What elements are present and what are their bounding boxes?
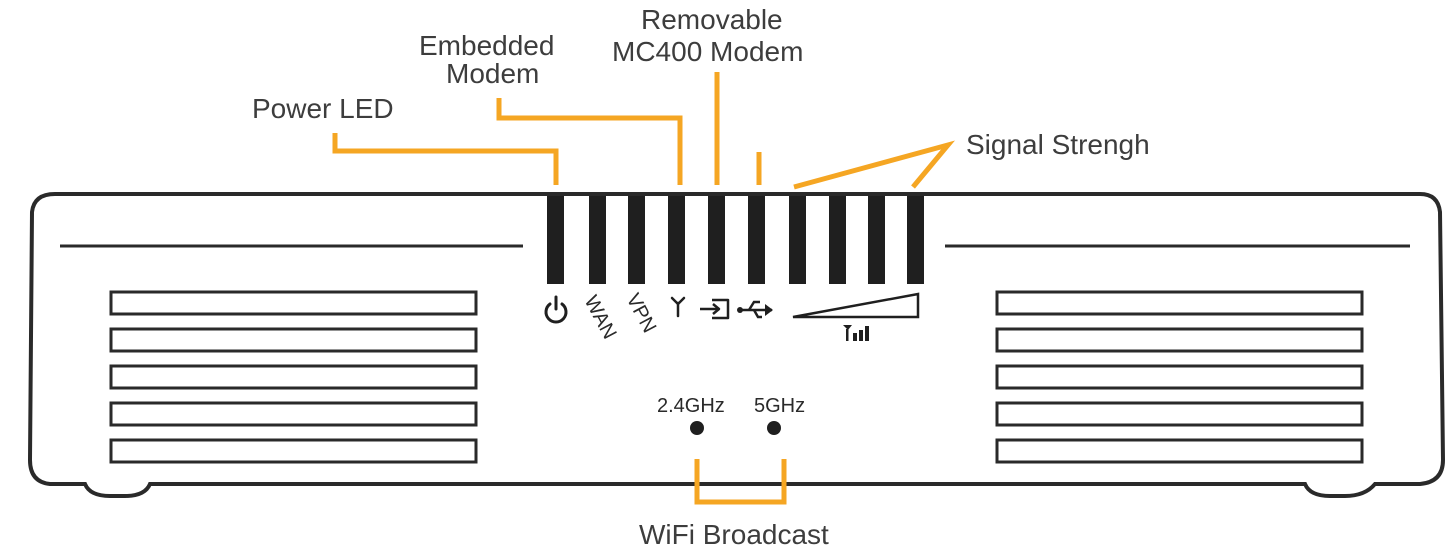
wifi-broadcast-callout: WiFi Broadcast bbox=[639, 519, 829, 550]
vent-slot bbox=[995, 401, 1364, 427]
embedded-modem-callout-line2: Modem bbox=[446, 58, 539, 89]
usb-icon bbox=[737, 300, 773, 319]
embedded-modem-leader bbox=[496, 98, 683, 185]
wifi-24ghz-led bbox=[690, 421, 704, 435]
vpn-label: VPN bbox=[622, 290, 661, 337]
vent-slot bbox=[109, 438, 478, 464]
led-bar-signal-2 bbox=[829, 196, 846, 284]
power-led-leader bbox=[332, 133, 559, 185]
vent-slot bbox=[995, 290, 1364, 316]
wifi-5ghz-led bbox=[767, 421, 781, 435]
signal-bars-icon bbox=[843, 325, 869, 341]
vent-slot bbox=[109, 401, 478, 427]
device-outline bbox=[27, 192, 1446, 498]
removable-modem-callout-line2: MC400 Modem bbox=[612, 36, 803, 67]
vent-slot bbox=[995, 364, 1364, 390]
left-vent-grille bbox=[109, 290, 478, 464]
vent-slot bbox=[109, 290, 478, 316]
led-bar-signal-3 bbox=[868, 196, 885, 284]
antenna-icon bbox=[670, 296, 686, 318]
led-bar-removable-modem bbox=[708, 196, 725, 284]
signal-strength-leader bbox=[793, 140, 956, 190]
wan-label: WAN bbox=[580, 292, 621, 343]
led-bar-signal-1 bbox=[789, 196, 806, 284]
led-bar-power bbox=[547, 196, 564, 284]
vent-slot bbox=[995, 327, 1364, 353]
led-bar-group bbox=[547, 196, 924, 284]
embedded-modem-callout-line1: Embedded bbox=[419, 30, 554, 61]
removable-modem-callout-line1: Removable bbox=[641, 4, 783, 35]
signal-ramp-icon bbox=[792, 292, 920, 319]
signal-strength-callout: Signal Strengh bbox=[966, 129, 1150, 160]
vent-slot bbox=[109, 364, 478, 390]
led-bar-wan bbox=[589, 196, 606, 284]
led-bar-usb bbox=[748, 196, 765, 284]
wifi-24ghz-label: 2.4GHz bbox=[657, 395, 725, 417]
wifi-broadcast-leader bbox=[694, 459, 787, 505]
vent-slot bbox=[995, 438, 1364, 464]
led-bar-vpn bbox=[628, 196, 645, 284]
led-bar-signal-4 bbox=[907, 196, 924, 284]
led-bar-embedded-modem bbox=[668, 196, 685, 284]
modem-port-icon bbox=[700, 298, 730, 320]
right-vent-grille bbox=[995, 290, 1364, 464]
vent-slot bbox=[109, 327, 478, 353]
power-icon bbox=[544, 295, 568, 324]
power-led-callout: Power LED bbox=[252, 93, 394, 124]
wifi-5ghz-label: 5GHz bbox=[754, 395, 805, 417]
